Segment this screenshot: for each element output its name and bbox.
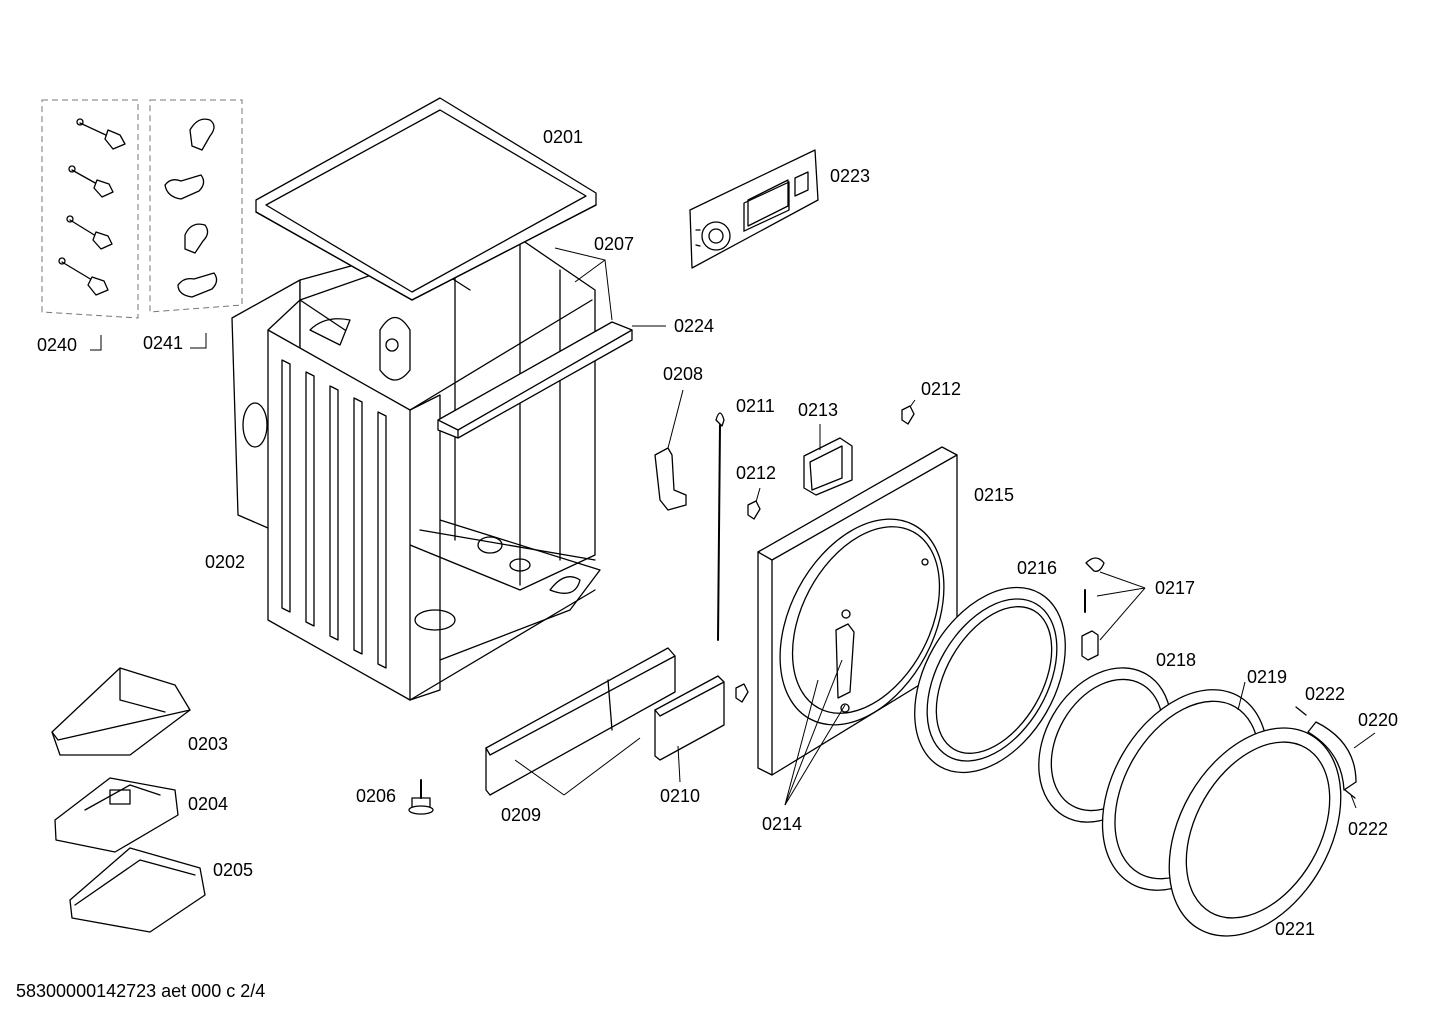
part-screw-0222 [1295,706,1357,809]
part-hinge-0217 [1081,557,1105,661]
part-rod-0211 [715,412,725,641]
label-0209: 0209 [501,805,541,825]
label-0205: 0205 [213,860,253,880]
part-cross-brace-0224 [437,321,633,439]
part-clip-0212-a [901,399,916,425]
document-footer-id: 58300000142723 aet 000 c 2/4 [16,981,265,1001]
part-group-0240 [41,99,139,319]
part-clip-lower [735,683,749,703]
label-0222-bottom: 0222 [1348,819,1388,839]
part-outer-ring-0221 [1168,727,1342,937]
part-0213 [803,424,853,496]
part-handle-0220 [1307,721,1376,791]
part-0205 [69,847,206,933]
label-0207: 0207 [594,234,634,254]
label-0216: 0216 [1017,558,1057,578]
part-drawer-0209 [485,647,676,796]
label-0240: 0240 [37,335,77,355]
part-0203 [51,667,191,756]
label-0202: 0202 [205,552,245,572]
label-0217: 0217 [1155,578,1195,598]
label-0220: 0220 [1358,710,1398,730]
part-top-cover-0201 [255,97,597,301]
label-0222-top: 0222 [1305,684,1345,704]
part-group-0241 [149,99,243,313]
label-0214: 0214 [762,814,802,834]
label-0206: 0206 [356,786,396,806]
label-0211: 0211 [736,396,775,416]
label-0208: 0208 [663,364,703,384]
part-cabinet-0202 [231,224,601,701]
label-0210: 0210 [660,786,700,806]
part-control-panel-0223 [689,149,819,269]
label-0221: 0221 [1275,919,1315,939]
part-foot-0206 [408,779,434,815]
label-0224: 0224 [674,316,714,336]
label-0218: 0218 [1156,650,1196,670]
label-0212-mid: 0212 [736,463,776,483]
part-cover-0210 [654,675,725,783]
label-0215: 0215 [974,485,1014,505]
part-0208 [654,389,687,511]
label-0201: 0201 [543,127,583,147]
label-0241: 0241 [143,333,183,353]
part-door-ring-0216 [914,586,1066,774]
label-0223: 0223 [830,166,870,186]
label-0204: 0204 [188,794,228,814]
part-front-panel-0215 [757,446,958,776]
label-0212-top: 0212 [921,379,961,399]
label-0203: 0203 [188,734,228,754]
part-0204 [54,777,179,853]
part-clip-0212-b [747,487,761,520]
label-0213: 0213 [798,400,838,420]
label-0219: 0219 [1247,667,1287,687]
